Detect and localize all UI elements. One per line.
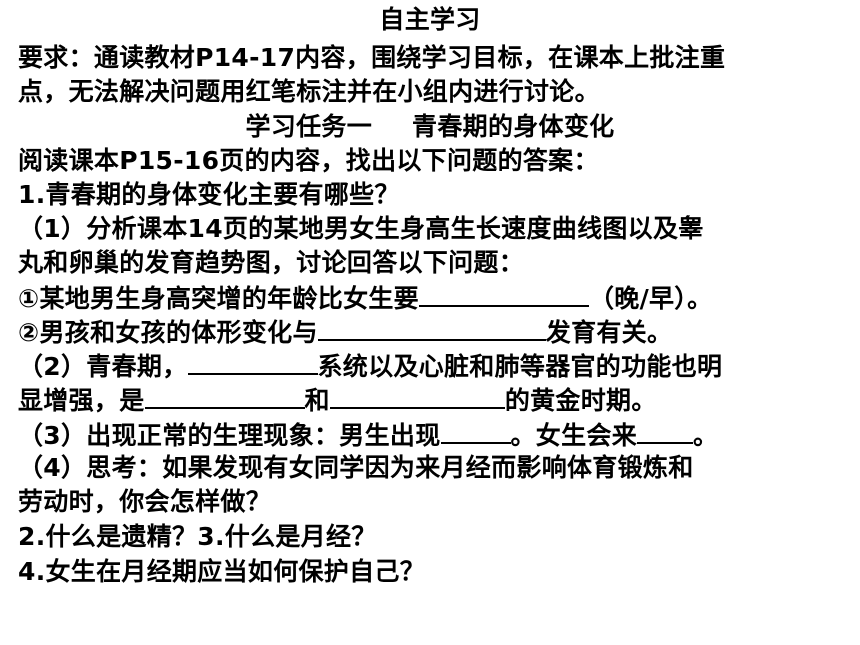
blank-golden-period-1[interactable] xyxy=(144,383,305,409)
part-1-line-1: （1）分析课本14页的某地男女生身高生长速度曲线图以及睾 xyxy=(18,214,704,243)
question-4: 4.女生在月经期应当如何保护自己？ xyxy=(18,557,425,586)
item-a-suffix: （晚/早）。 xyxy=(588,284,713,313)
task-label: 学习任务一 xyxy=(245,112,373,141)
task-heading: 学习任务一 青春期的身体变化 xyxy=(0,111,860,143)
part-4-line-1: （4）思考：如果发现有女同学因为来月经而影响体育锻炼和 xyxy=(18,453,694,482)
part-2-suffix: 系统以及心脏和肺等器官的功能也明 xyxy=(317,352,723,381)
question-1: 1.青春期的身体变化主要有哪些？ xyxy=(18,180,400,209)
blank-boys-phenomenon[interactable] xyxy=(440,418,511,444)
part-1-item-a: ①某地男生身高突增的年龄比女生要 （晚/早）。 xyxy=(18,281,712,315)
part-4-line-2: 劳动时，你会怎样做？ xyxy=(18,487,272,516)
part-2-line-2-suffix: 的黄金时期。 xyxy=(504,386,657,415)
page-title: 自主学习 xyxy=(379,5,481,34)
part-2-line-2-text: 显增强，是 xyxy=(18,386,145,415)
blank-girls-phenomenon[interactable] xyxy=(637,418,694,444)
blank-development[interactable] xyxy=(317,315,546,341)
part-2-text: （2）青春期， xyxy=(18,352,188,381)
item-b-suffix: 发育有关。 xyxy=(545,318,673,347)
requirement-line-2: 点，无法解决问题用红笔标注并在小组内进行讨论。 xyxy=(18,77,600,106)
part-2-line-2: 显增强，是 和 的黄金时期。 xyxy=(18,383,657,417)
part-1-line-2: 丸和卵巢的发育趋势图，讨论回答以下问题： xyxy=(18,248,525,277)
blank-system[interactable] xyxy=(187,349,318,375)
blank-golden-period-2[interactable] xyxy=(329,383,505,409)
blank-late-early[interactable] xyxy=(418,281,589,307)
part-1-item-b: ②男孩和女孩的体形变化与 发育有关。 xyxy=(18,315,672,349)
questions-2-3: 2.什么是遗精？3.什么是月经？ xyxy=(18,522,377,551)
part-3-mid: 。女生会来 xyxy=(510,421,638,450)
item-b-text: ②男孩和女孩的体形变化与 xyxy=(18,318,318,347)
part-3: （3）出现正常的生理现象：男生出现 。女生会来 。 xyxy=(18,418,718,452)
part-2-line-1: （2）青春期， 系统以及心脏和肺等器官的功能也明 xyxy=(18,349,722,383)
task-title: 青春期的身体变化 xyxy=(412,112,615,141)
part-2-line-2-and: 和 xyxy=(304,386,330,415)
part-3-text: （3）出现正常的生理现象：男生出现 xyxy=(18,421,441,450)
read-instruction: 阅读课本P15-16页的内容，找出以下问题的答案： xyxy=(18,146,599,175)
requirement-line-1: 要求：通读教材P14-17内容，围绕学习目标，在课本上批注重 xyxy=(18,43,726,72)
item-a-text: ①某地男生身高突增的年龄比女生要 xyxy=(18,284,419,313)
part-3-suffix: 。 xyxy=(693,421,719,450)
